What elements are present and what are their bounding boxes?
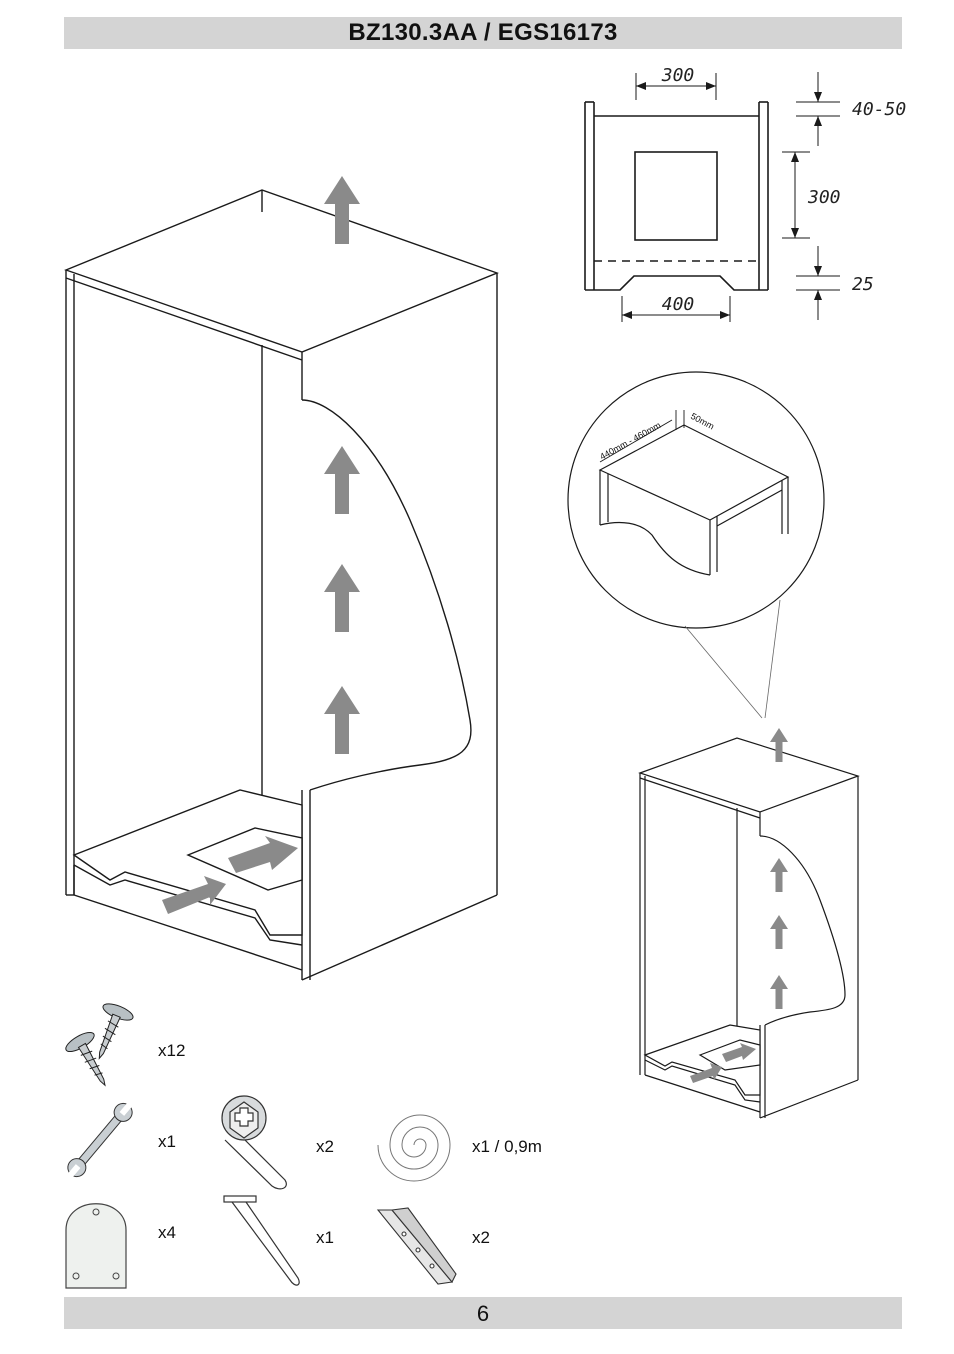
niche-dimension-drawing: [584, 72, 840, 322]
spring-clip-icon: [223, 1195, 300, 1286]
header-band: BZ130.3AA / EGS16173: [64, 17, 902, 49]
inlet-arrow-icon: [162, 876, 226, 914]
qty-wrench: x1: [158, 1132, 176, 1151]
qty-seal-strip: x1 / 0,9m: [472, 1137, 542, 1156]
dim-bottom-gap: 25: [852, 274, 874, 295]
seal-strip-coil-icon: [377, 1114, 451, 1182]
detail-edge-label: 50mm: [689, 411, 716, 432]
qty-bolt: x2: [316, 1137, 334, 1156]
inlet-arrow-icon: [228, 836, 298, 873]
inlet-arrow-icon: [690, 1063, 722, 1083]
screws-icon: [65, 1003, 134, 1087]
qty-mounting-plate: x4: [158, 1223, 176, 1242]
airflow-arrows-large: [162, 176, 360, 914]
wrench-icon: [67, 1102, 133, 1178]
page-title: BZ130.3AA / EGS16173: [348, 19, 618, 46]
bolt-icon: [221, 1095, 287, 1190]
detail-callout: [567, 371, 825, 719]
qty-angle-bracket: x2: [472, 1228, 490, 1247]
mounting-plate-icon: [65, 1203, 127, 1289]
up-arrow-icon: [770, 915, 788, 949]
footer-band: 6: [64, 1297, 902, 1329]
dim-width-bottom: 400: [662, 294, 695, 315]
dim-width-top: 300: [661, 65, 695, 86]
qty-screws: x12: [158, 1041, 186, 1060]
up-arrow-icon: [324, 686, 360, 754]
page-number: 6: [476, 1301, 490, 1326]
airflow-arrows-small: [690, 728, 788, 1083]
up-arrow-icon: [770, 975, 788, 1009]
up-arrow-icon: [324, 446, 360, 514]
cabinet-small-illustration: [638, 737, 860, 1119]
cabinet-large-illustration: [64, 189, 499, 981]
angle-bracket-icon: [376, 1207, 457, 1285]
qty-spring-clip: x1: [316, 1228, 334, 1247]
up-arrow-icon: [770, 858, 788, 892]
up-arrow-icon: [324, 564, 360, 632]
dim-offset-top: 40-50: [852, 99, 906, 120]
dim-opening-height: 300: [807, 187, 841, 208]
inlet-arrow-icon: [722, 1043, 756, 1062]
